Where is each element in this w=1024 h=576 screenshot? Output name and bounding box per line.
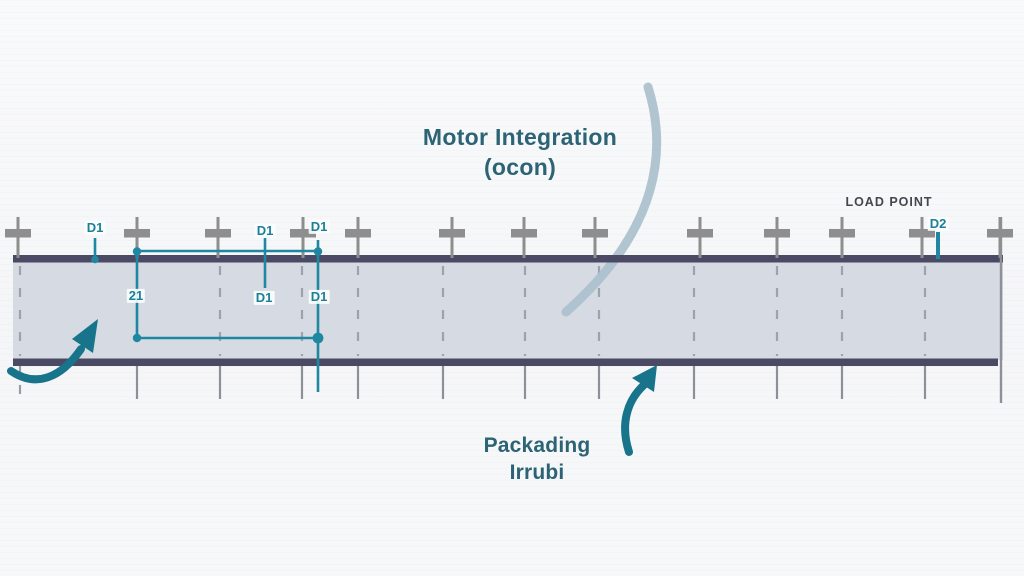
curved-arrow-body bbox=[7, 345, 85, 384]
tick-marker-bar bbox=[987, 229, 1013, 238]
curved-arrow-icon bbox=[7, 319, 98, 384]
dim-label-top-right: D1 bbox=[308, 218, 330, 235]
tick-marker-bar bbox=[124, 229, 150, 238]
tick-marker-bar bbox=[511, 229, 537, 238]
dim-dot bbox=[312, 332, 324, 344]
motor-integration-line1: Motor Integration bbox=[422, 124, 618, 150]
tick-marker-bar bbox=[582, 229, 608, 238]
packaging-label: Packading Irrubi bbox=[484, 432, 591, 486]
conveyor-bottom-rail bbox=[13, 358, 998, 366]
tick-marker-bar bbox=[829, 229, 855, 238]
tick-marker-bar bbox=[909, 229, 935, 238]
conveyor-top-rail bbox=[13, 255, 1003, 263]
conveyor-band bbox=[13, 262, 1003, 360]
station-dashed-lines bbox=[18, 266, 927, 400]
up-arrow-icon bbox=[621, 365, 657, 456]
tick-marker-bar bbox=[439, 229, 465, 238]
dim-label-mid-left: 21 bbox=[126, 287, 146, 304]
tick-marker-bar bbox=[290, 229, 316, 238]
tick-marker-bar bbox=[205, 229, 231, 238]
motor-integration-line2: (ocon) bbox=[483, 154, 557, 180]
curved-arrow-head bbox=[72, 319, 98, 353]
dim-label-top-left: D1 bbox=[84, 219, 106, 236]
dim-dot bbox=[132, 247, 142, 256]
dim-label-mid-center: D1 bbox=[253, 289, 275, 306]
tick-marker-bar bbox=[764, 229, 790, 238]
up-arrow-body bbox=[621, 380, 649, 456]
packaging-line2: Irrubi bbox=[509, 461, 565, 484]
up-arrow-head bbox=[632, 365, 657, 392]
dim-dot bbox=[91, 255, 99, 264]
motor-integration-title: Motor Integration (ocon) bbox=[423, 122, 617, 182]
tick-marker-bar bbox=[5, 229, 31, 238]
tick-marker-bar bbox=[687, 229, 713, 238]
dim-label-load: D2 bbox=[927, 215, 949, 232]
tick-marker-bar bbox=[345, 229, 371, 238]
arc-guide-line bbox=[561, 82, 662, 317]
dim-dot bbox=[132, 333, 142, 343]
dim-label-top-mid: D1 bbox=[254, 222, 276, 239]
packaging-line1: Packading bbox=[483, 434, 591, 457]
dim-label-mid-right: D1 bbox=[308, 288, 330, 305]
load-point-label: LOAD POINT bbox=[845, 195, 933, 209]
